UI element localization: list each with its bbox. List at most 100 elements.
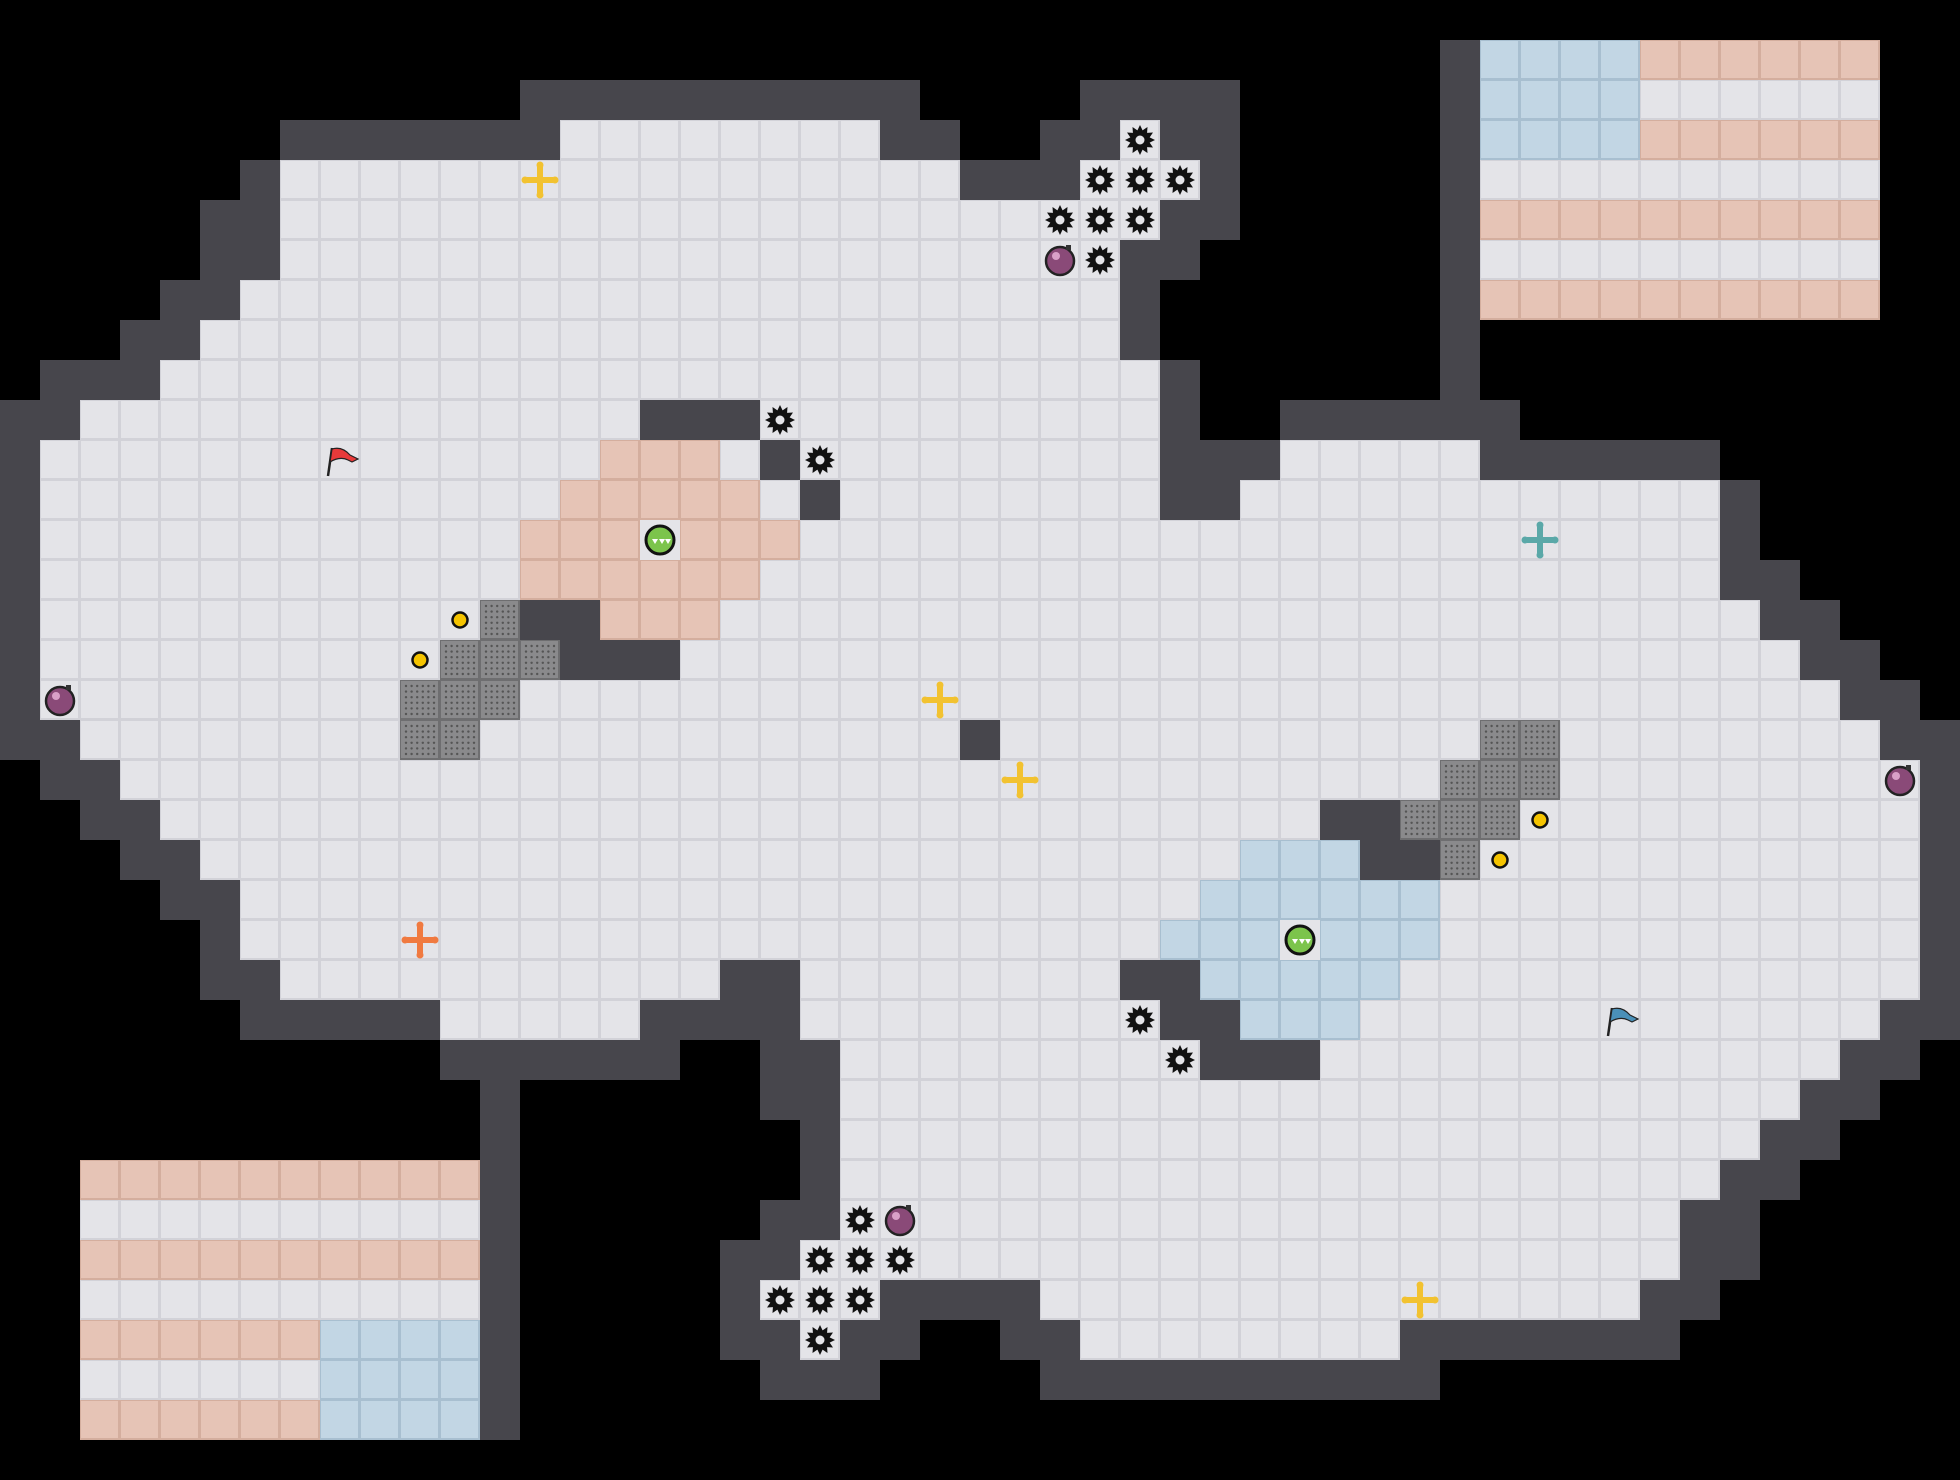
floor-tile <box>440 1280 480 1320</box>
floor-tile <box>80 1360 120 1400</box>
floor-tile <box>1080 840 1120 880</box>
red-team-tile <box>1760 40 1800 80</box>
floor-tile <box>1200 1240 1240 1280</box>
wall-tile <box>280 1000 320 1040</box>
floor-tile <box>520 1000 560 1040</box>
wall-tile <box>80 360 120 400</box>
floor-tile <box>1120 440 1160 480</box>
floor-tile <box>560 240 600 280</box>
red-team-tile <box>560 520 600 560</box>
floor-tile <box>1120 520 1160 560</box>
floor-tile <box>1480 1160 1520 1200</box>
floor-tile <box>1120 1080 1160 1120</box>
floor-tile <box>1080 480 1120 520</box>
red-team-tile <box>720 560 760 600</box>
floor-tile <box>40 640 80 680</box>
blue-team-tile <box>1200 960 1240 1000</box>
floor-tile <box>960 800 1000 840</box>
floor-tile <box>1840 960 1880 1000</box>
floor-tile <box>1360 480 1400 520</box>
floor-tile <box>1760 1000 1800 1040</box>
floor-tile <box>480 960 520 1000</box>
wall-tile <box>80 760 120 800</box>
floor-tile <box>1560 720 1600 760</box>
floor-tile <box>1040 400 1080 440</box>
floor-tile <box>800 840 840 880</box>
wall-tile <box>1120 960 1160 1000</box>
floor-tile <box>1440 600 1480 640</box>
spike-icon <box>1045 205 1075 235</box>
wall-tile <box>1160 400 1200 440</box>
floor-tile <box>1640 1160 1680 1200</box>
floor-tile <box>880 440 920 480</box>
floor-tile <box>1120 880 1160 920</box>
spike-icon <box>1125 125 1155 155</box>
wall-tile <box>1160 200 1200 240</box>
floor-tile <box>1520 840 1560 880</box>
floor-tile <box>720 200 760 240</box>
floor-tile <box>800 680 840 720</box>
floor-tile <box>1640 720 1680 760</box>
floor-tile <box>560 800 600 840</box>
floor-tile <box>1600 960 1640 1000</box>
wall-tile <box>680 80 720 120</box>
floor-tile <box>800 880 840 920</box>
wall-tile <box>1680 1280 1720 1320</box>
floor-tile <box>1320 560 1360 600</box>
wall-tile <box>1120 280 1160 320</box>
floor-tile <box>1840 1000 1880 1040</box>
floor-tile <box>1400 1120 1440 1160</box>
floor-tile <box>360 280 400 320</box>
floor-tile <box>1160 840 1200 880</box>
floor-tile <box>1240 680 1280 720</box>
floor-tile <box>520 480 560 520</box>
wall-tile <box>1520 440 1560 480</box>
floor-tile <box>600 680 640 720</box>
floor-tile <box>320 400 360 440</box>
floor-tile <box>1400 960 1440 1000</box>
floor-tile <box>1080 1000 1120 1040</box>
wall-tile <box>1440 200 1480 240</box>
wall-tile <box>800 1160 840 1200</box>
red-team-tile <box>320 1160 360 1200</box>
floor-tile <box>1600 240 1640 280</box>
floor-tile <box>400 440 440 480</box>
floor-tile <box>1680 960 1720 1000</box>
floor-tile <box>1160 1120 1200 1160</box>
wall-tile <box>800 1080 840 1120</box>
floor-tile <box>520 800 560 840</box>
floor-tile <box>1640 880 1680 920</box>
floor-tile <box>1320 640 1360 680</box>
floor-tile <box>520 760 560 800</box>
red-team-tile <box>400 1240 440 1280</box>
red-team-tile <box>360 1240 400 1280</box>
powerup-icon <box>1001 761 1039 799</box>
floor-tile <box>1080 720 1120 760</box>
blue-team-tile <box>1200 920 1240 960</box>
red-team-tile <box>640 480 680 520</box>
red-team-tile <box>1800 40 1840 80</box>
floor-tile <box>440 800 480 840</box>
floor-tile <box>1000 240 1040 280</box>
wall-tile <box>1720 1160 1760 1200</box>
wall-tile <box>760 1040 800 1080</box>
red-team-tile <box>80 1160 120 1200</box>
wall-tile <box>640 400 680 440</box>
floor-tile <box>360 160 400 200</box>
floor-tile <box>640 960 680 1000</box>
floor-tile <box>800 240 840 280</box>
floor-tile <box>880 240 920 280</box>
floor-tile <box>920 960 960 1000</box>
floor-tile <box>760 840 800 880</box>
floor-tile <box>1240 1240 1280 1280</box>
floor-tile <box>920 480 960 520</box>
wall-tile <box>880 80 920 120</box>
floor-tile <box>1600 640 1640 680</box>
floor-tile <box>1440 1200 1480 1240</box>
floor-tile <box>360 440 400 480</box>
floor-tile <box>120 1200 160 1240</box>
floor-tile <box>1360 1200 1400 1240</box>
red-team-tile <box>440 1160 480 1200</box>
floor-tile <box>280 400 320 440</box>
floor-tile <box>1120 1160 1160 1200</box>
